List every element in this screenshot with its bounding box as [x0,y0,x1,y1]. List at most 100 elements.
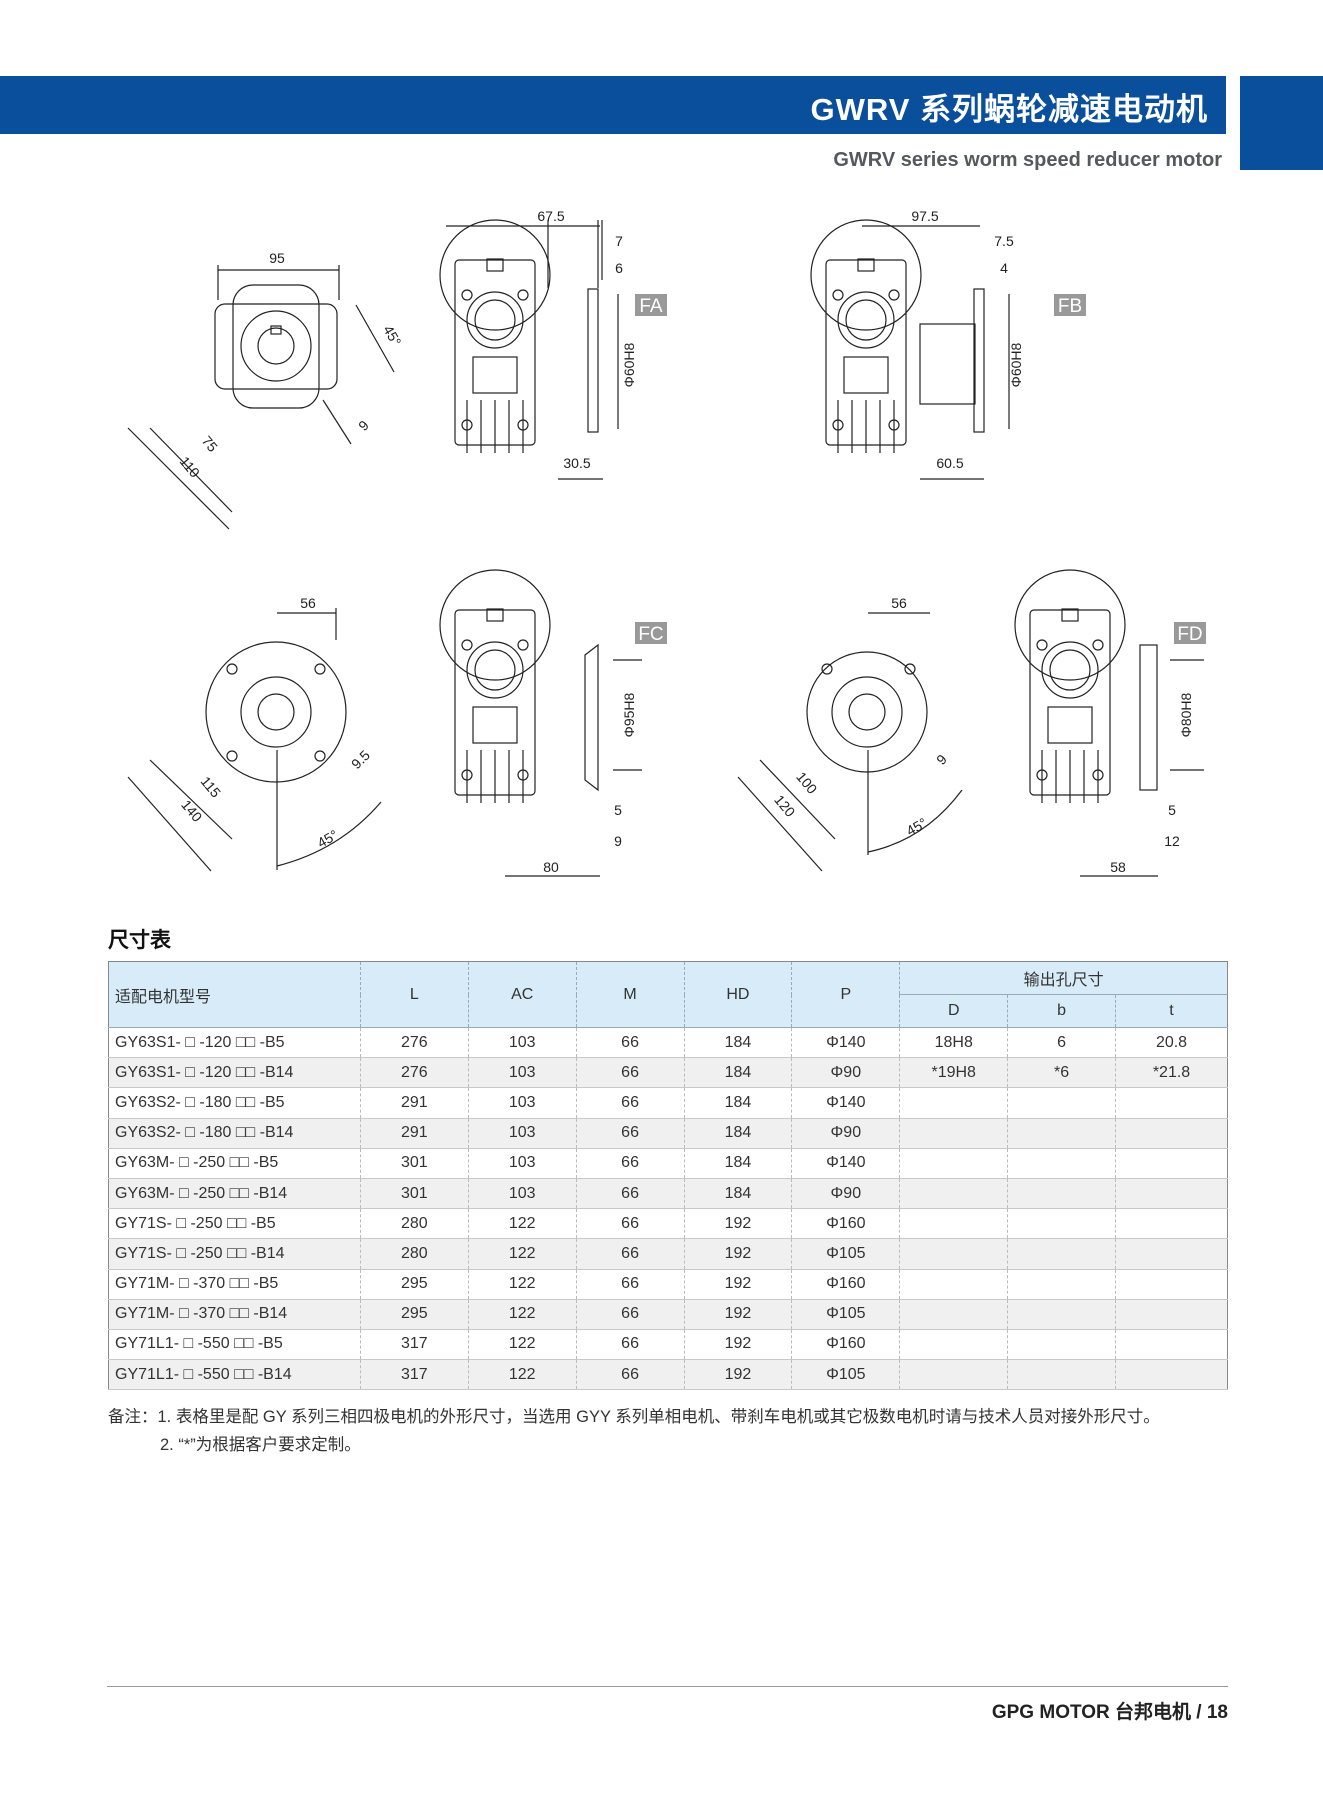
table-cell: 192 [684,1269,793,1300]
section-title: 尺寸表 [108,929,171,952]
fd-dim-58: 58 [1110,859,1126,875]
table-cell [1115,1118,1228,1149]
table-cell: 192 [684,1238,793,1270]
fb-dim-7-5: 7.5 [994,233,1014,249]
table-cell: 280 [360,1238,469,1270]
table-cell: 192 [684,1359,793,1391]
table-cell: 317 [360,1359,469,1391]
fb-tag: FB [1058,296,1082,317]
table-cell: Φ90 [791,1057,901,1089]
model-cell: GY63S2- □ -180 □□ -B14 [108,1118,361,1149]
table-cell: *6 [1007,1057,1117,1089]
table-cell: 184 [684,1148,793,1179]
table-cell [1115,1238,1228,1270]
table-cell: 192 [684,1329,793,1361]
model-cell: GY71S- □ -250 □□ -B5 [108,1208,361,1240]
fd-dim-5: 5 [1168,802,1176,818]
drawing-fd [737,569,1206,877]
table-cell: 122 [468,1269,577,1300]
table-cell [1007,1178,1117,1210]
table-cell [1007,1269,1117,1300]
table-cell [899,1148,1009,1179]
table-cell [899,1208,1009,1240]
fc-dim-115: 115 [198,773,225,801]
fd-dim-9: 9 [933,751,950,768]
fa-dim-67-5: 67.5 [537,208,564,224]
table-cell: 295 [360,1299,469,1330]
drawing-fa [127,219,667,530]
table-cell [1007,1208,1117,1240]
model-cell: GY63M- □ -250 □□ -B5 [108,1148,361,1179]
fa-dim-110: 110 [177,453,204,481]
table-cell: 6 [1007,1027,1117,1059]
table-cell [899,1087,1009,1119]
fc-dim-140: 140 [178,797,205,825]
fd-tag: FD [1177,624,1202,645]
note-line-1: 备注：1. 表格里是配 GY 系列三相四极电机的外形尺寸，当选用 GYY 系列单… [108,1408,1160,1426]
table-cell: 66 [576,1359,685,1391]
header-bar: GWRV 系列蜗轮减速电动机 [0,76,1226,134]
table-cell [899,1238,1009,1270]
table-cell: 192 [684,1208,793,1240]
footer-text: GPG MOTOR 台邦电机 / 18 [991,1702,1228,1723]
header-tab-block [1240,76,1323,170]
notes: 备注：1. 表格里是配 GY 系列三相四极电机的外形尺寸，当选用 GYY 系列单… [108,1403,1160,1459]
fc-dim-9: 9 [614,833,622,849]
table-cell: Φ90 [791,1178,901,1210]
table-cell: 66 [576,1238,685,1270]
table-cell: 103 [468,1087,577,1119]
table-cell: Φ105 [791,1238,901,1270]
table-cell: 18H8 [899,1027,1009,1059]
fc-dim-5: 5 [614,802,622,818]
fa-dim-7: 7 [615,233,623,249]
table-cell: 184 [684,1057,793,1089]
table-cell [1115,1208,1228,1240]
fb-dim-60-5: 60.5 [936,455,963,471]
fd-dim-45deg: 45° [903,814,929,838]
table-cell [1007,1087,1117,1119]
model-cell: GY71L1- □ -550 □□ -B14 [108,1359,361,1391]
table-cell: 103 [468,1118,577,1149]
fa-dim-6: 6 [615,260,623,276]
header-model: 适配电机型号 [108,961,361,1028]
dimension-table: 适配电机型号 L AC M HD P 输出孔尺寸 D b t GY63S1- □… [108,961,1228,1391]
model-cell: GY63S2- □ -180 □□ -B5 [108,1087,361,1119]
table-cell [1007,1118,1117,1149]
table-cell [1007,1359,1117,1391]
fa-dim-phi60h8: Φ60H8 [621,342,637,387]
header-t: t [1115,994,1228,1028]
fb-dim-phi60h8: Φ60H8 [1008,342,1024,387]
table-cell [899,1178,1009,1210]
table-cell: Φ160 [791,1269,901,1300]
model-cell: GY63S1- □ -120 □□ -B14 [108,1057,361,1089]
fa-tag: FA [639,296,663,317]
table-cell: 66 [576,1299,685,1330]
header-p: P [791,961,901,1028]
fa-dim-9: 9 [355,417,372,434]
model-cell: GY71M- □ -370 □□ -B14 [108,1299,361,1330]
table-cell: Φ160 [791,1329,901,1361]
header-m: M [576,961,685,1028]
fc-dim-phi95h8: Φ95H8 [621,692,637,737]
table-cell [899,1299,1009,1330]
table-cell: 184 [684,1118,793,1149]
fa-dim-75: 75 [199,433,221,455]
table-cell: 122 [468,1329,577,1361]
table-cell [1115,1299,1228,1330]
table-cell: Φ105 [791,1359,901,1391]
table-cell [1115,1178,1228,1210]
table-cell: 295 [360,1269,469,1300]
fd-dim-100: 100 [793,769,820,797]
table-cell: *19H8 [899,1057,1009,1089]
table-cell: 122 [468,1208,577,1240]
fb-dim-97-5: 97.5 [911,208,938,224]
table-cell: 66 [576,1087,685,1119]
table-cell [1115,1087,1228,1119]
table-cell [1007,1148,1117,1179]
table-cell: 276 [360,1027,469,1059]
table-cell: 122 [468,1359,577,1391]
